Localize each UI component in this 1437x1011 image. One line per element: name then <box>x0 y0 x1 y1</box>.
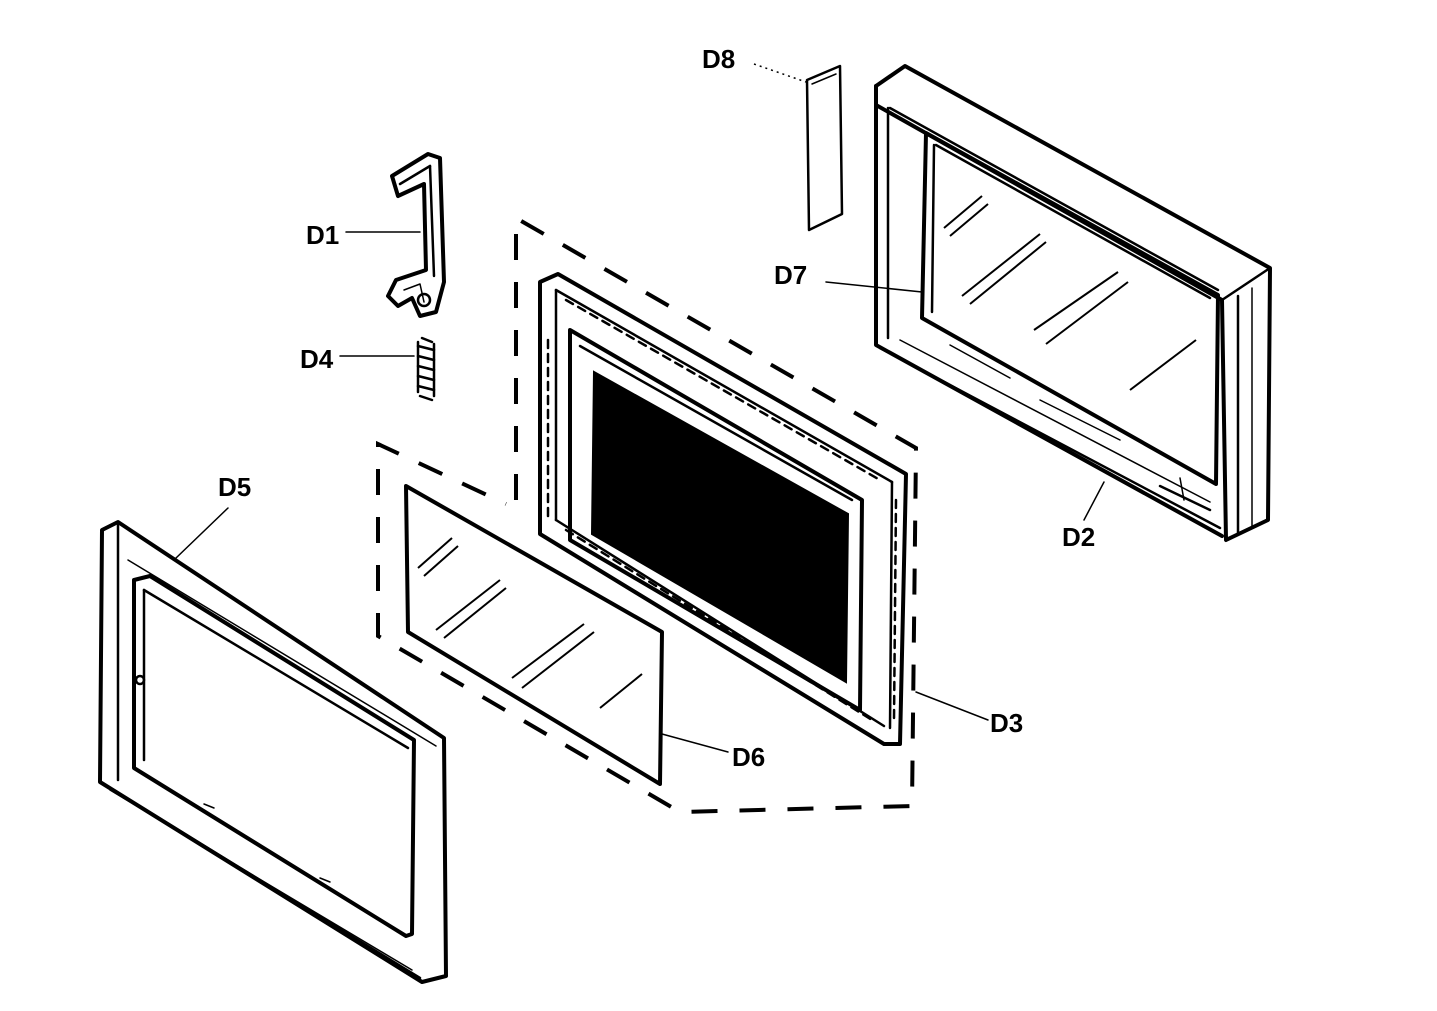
part-d4-spring[interactable] <box>416 336 436 402</box>
label-d1: D1 <box>306 220 339 250</box>
leader-d5 <box>175 507 229 559</box>
leader-d7 <box>825 281 923 293</box>
label-d5: D5 <box>218 472 251 502</box>
part-d8-label-strip[interactable] <box>805 64 844 232</box>
part-d5-front-frame[interactable] <box>98 520 448 984</box>
leader-lines <box>175 63 1105 753</box>
leader-d2 <box>1083 481 1105 521</box>
label-d6: D6 <box>732 742 765 772</box>
label-d7: D7 <box>774 260 807 290</box>
part-d1-door-hook[interactable] <box>386 152 446 318</box>
leader-d3 <box>915 691 989 721</box>
part-d6-glass-panel[interactable] <box>404 484 664 786</box>
door-inner-panel[interactable] <box>538 272 908 746</box>
label-d3: D3 <box>990 708 1023 738</box>
leader-d8 <box>753 63 807 83</box>
part-labels: D8 D1 D7 D4 D5 D2 D3 D6 <box>218 44 1095 772</box>
label-d8: D8 <box>702 44 735 74</box>
label-d2: D2 <box>1062 522 1095 552</box>
part-d2-outer-frame[interactable] <box>874 64 1272 542</box>
label-d4: D4 <box>300 344 334 374</box>
part-d3-door-assembly-outline[interactable] <box>376 214 919 815</box>
leader-d6 <box>661 733 729 753</box>
